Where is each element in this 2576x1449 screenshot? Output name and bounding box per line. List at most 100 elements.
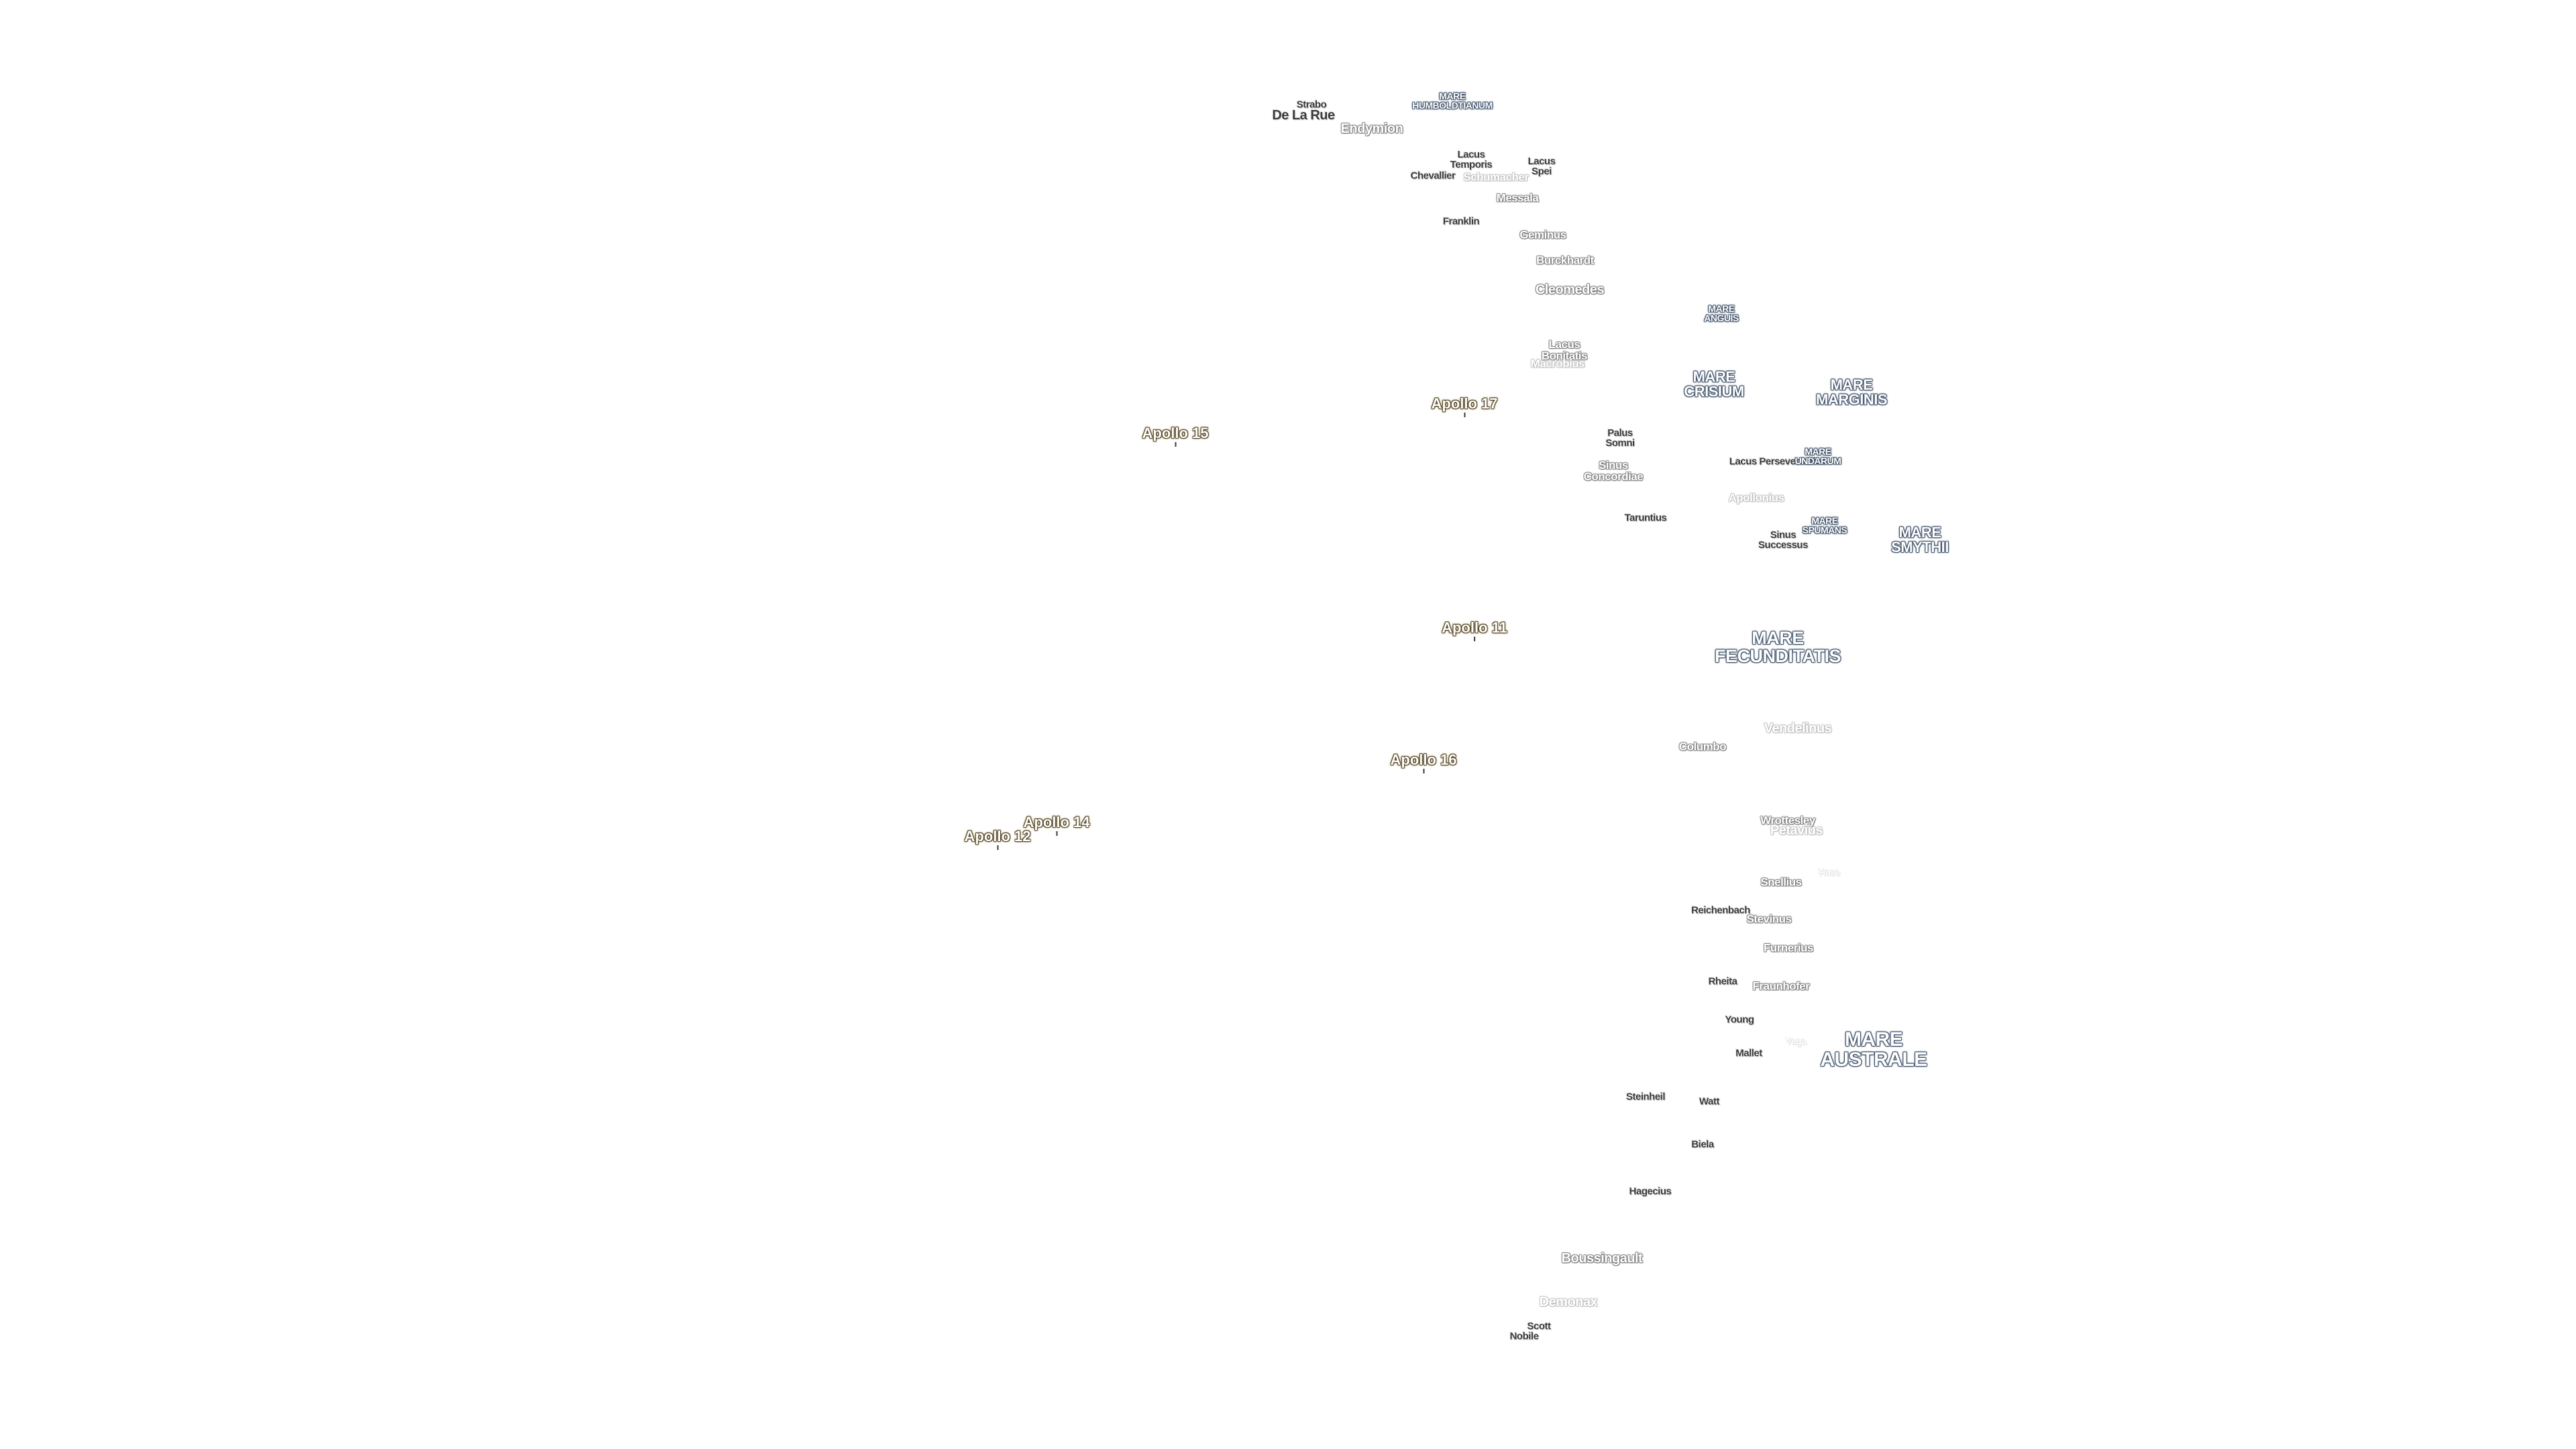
feature-label-line: Concordiae [1583,470,1644,483]
feature-label-furnerius[interactable]: Furnerius [1764,941,1813,955]
feature-label-line: MARE [1708,303,1735,314]
landing-site-apollo-11[interactable]: Apollo 11 [1442,619,1507,641]
feature-label-nobile[interactable]: Nobile [1509,1330,1539,1342]
feature-label-columbo[interactable]: Columbo [1678,740,1727,753]
feature-label-hase[interactable]: Hase [1819,867,1840,877]
feature-label-line: Sinus [1599,459,1628,472]
feature-label-cleomedes[interactable]: Cleomedes [1535,282,1605,297]
feature-label-scott[interactable]: Scott [1527,1320,1552,1332]
feature-label-chevallier[interactable]: Chevallier [1410,170,1456,182]
feature-label-line: MARE [1898,524,1941,541]
landing-site-label: Apollo 14 [1023,814,1090,830]
feature-label-line: ANGUIS [1704,313,1739,323]
feature-label-line: Palus [1607,427,1633,439]
feature-label-line: AUSTRALE [1820,1049,1927,1071]
feature-label-line: MARE [1693,368,1735,385]
feature-label-mallet[interactable]: Mallet [1735,1047,1762,1059]
feature-label-petavius[interactable]: Petavius [1770,823,1823,838]
feature-label-line: MARE [1830,376,1873,393]
feature-label-snellius[interactable]: Snellius [1760,875,1802,889]
feature-label-line: Lacus [1548,338,1580,351]
feature-label-strabo[interactable]: Strabo [1296,99,1327,111]
feature-label-messala[interactable]: Messala [1496,191,1539,205]
feature-label-line: MARGINIS [1816,391,1888,408]
feature-label-fraunhofer[interactable]: Fraunhofer [1752,979,1810,993]
feature-label-line: Somni [1605,437,1635,449]
landing-site-label: Apollo 17 [1431,395,1498,412]
feature-label-steinheil[interactable]: Steinheil [1625,1091,1666,1103]
feature-label-taruntius[interactable]: Taruntius [1624,512,1667,524]
landing-site-label: Apollo 12 [964,828,1031,845]
feature-label-geminus[interactable]: Geminus [1519,228,1566,241]
feature-label-line: FECUNDITATIS [1715,646,1841,666]
feature-label-line: UNDARUM [1794,455,1841,466]
landing-site-label: Apollo 11 [1442,619,1507,636]
feature-label-stevinus[interactable]: Stevinus [1746,912,1792,926]
landing-site-pin-icon [996,845,998,850]
feature-label-rheita[interactable]: Rheita [1708,975,1737,987]
feature-label-line: Lacus [1457,149,1485,160]
feature-label-franklin[interactable]: Franklin [1442,215,1480,227]
feature-label-endymion[interactable]: Endymion [1340,121,1403,136]
feature-label-line: Lacus [1527,156,1556,167]
feature-label-line: Temporis [1450,159,1493,170]
feature-label-lacus-perseverantiae[interactable]: Lacus Perseverantiae [1729,455,1827,468]
landing-site-pin-icon [1463,413,1465,417]
feature-label-line: MARE [1811,515,1838,526]
landing-site-label: Apollo 15 [1142,425,1209,441]
feature-label-line: MARE [1844,1028,1903,1051]
landing-site-pin-icon [1473,637,1475,641]
feature-label-biela[interactable]: Biela [1691,1138,1714,1150]
feature-label-line: SPUMANS [1802,525,1847,535]
feature-label-line: Successus [1758,539,1808,551]
landing-site-apollo-12[interactable]: Apollo 12 [964,828,1031,850]
feature-label-vega[interactable]: Vega [1785,1036,1807,1046]
feature-label-schumacher[interactable]: Schumacher [1463,170,1529,184]
feature-label-macrobius[interactable]: Macrobius [1530,357,1585,370]
feature-label-demonax[interactable]: Demonax [1539,1295,1598,1309]
feature-label-line: Sinus [1770,529,1796,541]
feature-label-hagecius[interactable]: Hagecius [1629,1185,1672,1197]
feature-label-de-la-rue[interactable]: De La Rue [1272,108,1335,123]
landing-site-pin-icon [1055,831,1057,836]
feature-label-line: SMYTHII [1891,539,1949,555]
landing-site-apollo-14[interactable]: Apollo 14 [1023,814,1090,836]
feature-label-line: CRISIUM [1684,383,1744,400]
feature-label-line: Bonitatis [1541,350,1588,362]
feature-label-boussingault[interactable]: Boussingault [1561,1251,1643,1266]
landing-site-pin-icon [1422,769,1424,773]
feature-label-line: Spei [1532,166,1552,177]
feature-label-line: MARE [1805,446,1831,457]
landing-site-apollo-17[interactable]: Apollo 17 [1431,395,1498,417]
landing-site-label: Apollo 16 [1390,751,1457,768]
landing-site-apollo-16[interactable]: Apollo 16 [1390,751,1457,773]
feature-label-reichenbach[interactable]: Reichenbach [1691,904,1750,916]
landing-site-apollo-15[interactable]: Apollo 15 [1142,425,1209,447]
feature-label-line: MARE [1752,628,1804,648]
feature-label-burckhardt[interactable]: Burckhardt [1536,254,1594,267]
feature-label-watt[interactable]: Watt [1699,1095,1719,1108]
feature-label-vendelinus[interactable]: Vendelinus [1764,721,1832,736]
landing-site-pin-icon [1174,442,1176,447]
feature-label-apollonius[interactable]: Apollonius [1728,491,1784,504]
feature-label-young[interactable]: Young [1725,1014,1754,1026]
feature-label-line: MARE [1439,91,1466,101]
feature-label-line: HUMBOLDTIANUM [1412,100,1493,111]
feature-label-wrottesley[interactable]: Wrottesley [1760,814,1815,827]
